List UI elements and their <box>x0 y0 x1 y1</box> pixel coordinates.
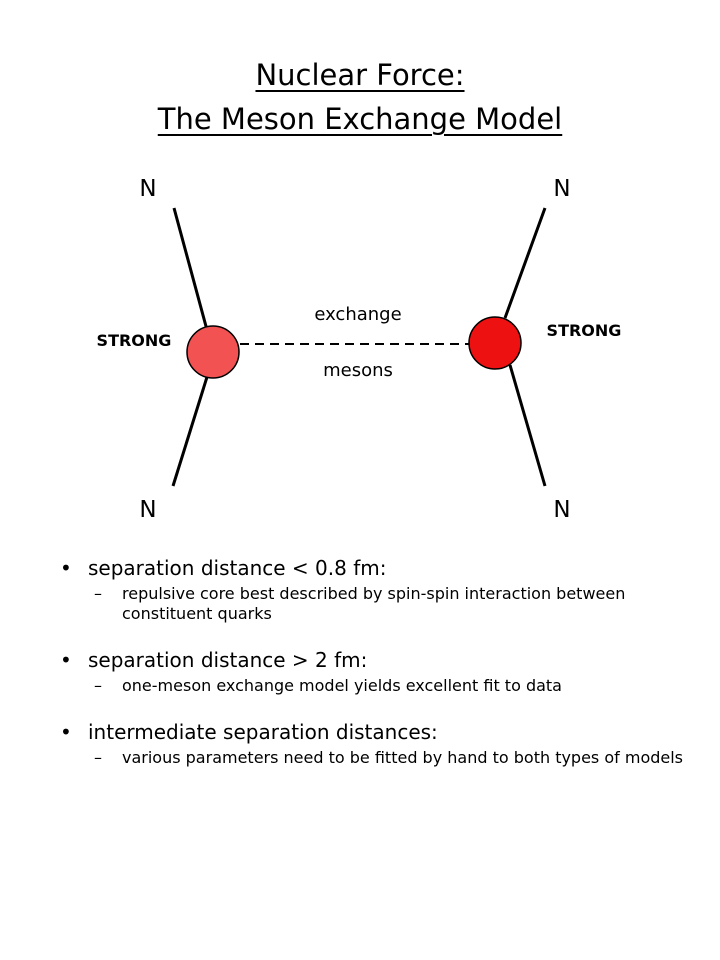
bullet-item: • separation distance < 0.8 fm: – repuls… <box>58 552 708 624</box>
nucleon-line-bottom-left <box>171 376 209 487</box>
sub-bullet-marker: – <box>94 676 102 695</box>
bullet-text: separation distance > 2 fm: <box>88 648 368 672</box>
nucleon-line-bottom-right <box>508 364 547 487</box>
left-vertex <box>186 325 240 379</box>
bullet-text: intermediate separation distances: <box>88 720 438 744</box>
bullet-marker: • <box>60 720 72 744</box>
nucleon-label-bottom-left: N <box>139 497 156 523</box>
sub-bullet-text: repulsive core best described by spin-sp… <box>122 584 626 623</box>
left-vertex-label: STRONG <box>97 331 172 350</box>
right-vertex <box>468 316 522 370</box>
nucleon-line-top-left <box>172 207 209 331</box>
sub-bullet-marker: – <box>94 584 102 603</box>
sub-bullet-text: one-meson exchange model yields excellen… <box>122 676 562 695</box>
sub-bullet-text: various parameters need to be fitted by … <box>122 748 684 767</box>
sub-bullet: – one-meson exchange model yields excell… <box>88 676 708 696</box>
bullet-item: • separation distance > 2 fm: – one-meso… <box>58 644 708 696</box>
meson-exchange-diagram: N N N N STRONG STRONG exchange mesons <box>97 176 622 523</box>
nucleon-label-top-right: N <box>553 176 570 202</box>
bullet-list: • separation distance < 0.8 fm: – repuls… <box>58 552 708 788</box>
title-line-2: The Meson Exchange Model <box>157 102 563 136</box>
bullet-item: • intermediate separation distances: – v… <box>58 716 708 768</box>
bullet-text: separation distance < 0.8 fm: <box>88 556 387 580</box>
exchange-label-top: exchange <box>314 304 401 325</box>
nucleon-label-bottom-right: N <box>553 497 570 523</box>
title-line-1: Nuclear Force: <box>255 58 465 92</box>
sub-bullet: – various parameters need to be fitted b… <box>88 748 708 768</box>
nucleon-line-top-right <box>503 207 547 319</box>
bullet-marker: • <box>60 556 72 580</box>
bullet-marker: • <box>60 648 72 672</box>
right-vertex-label: STRONG <box>547 321 622 340</box>
sub-bullet: – repulsive core best described by spin-… <box>88 584 708 624</box>
nucleon-label-top-left: N <box>139 176 156 202</box>
sub-bullet-marker: – <box>94 748 102 767</box>
exchange-label-bottom: mesons <box>323 360 393 381</box>
